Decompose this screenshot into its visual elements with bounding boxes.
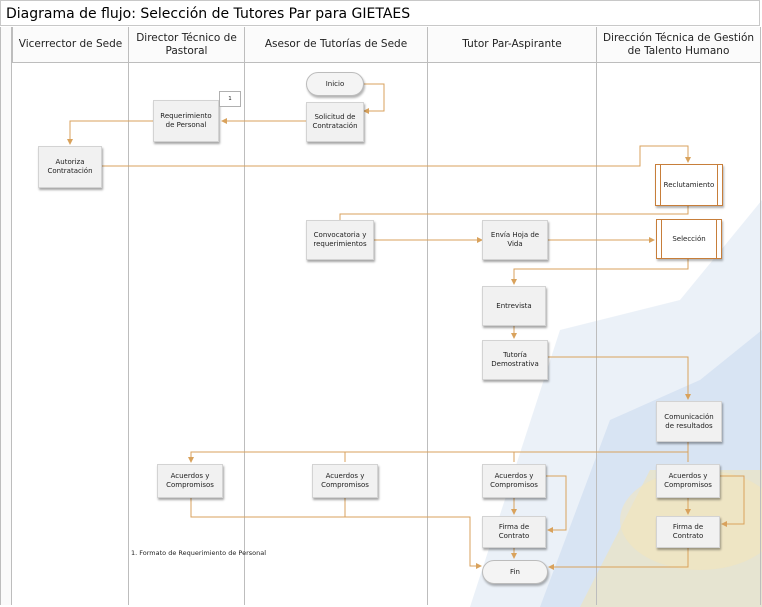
process-envia-hoja-de-vida: Envía Hoja de Vida (482, 220, 548, 260)
document-requerimiento-personal: Requerimiento de Personal (153, 100, 219, 142)
lane-header-pastoral: Director Técnico de Pastoral (128, 27, 244, 63)
lane-divider (760, 27, 761, 605)
subprocess-seleccion: Selección (656, 219, 722, 259)
process-acuerdos-tutor: Acuerdos y Compromisos (482, 464, 546, 498)
lane-header-vicerrector: Vicerrector de Sede (12, 27, 128, 63)
reference-note: 1 (219, 91, 241, 107)
process-autoriza-contratacion: Autoriza Contratación (38, 146, 102, 188)
process-acuerdos-talento-humano: Acuerdos y Compromisos (656, 464, 720, 498)
process-entrevista: Entrevista (482, 286, 546, 326)
lane-header-asesor: Asesor de Tutorías de Sede (244, 27, 427, 63)
lane-divider (427, 27, 428, 605)
process-convocatoria: Convocatoria y requerimientos (306, 220, 374, 260)
lane-divider (128, 27, 129, 605)
footnote: 1. Formato de Requerimiento de Personal (131, 549, 267, 557)
process-comunicacion-resultados: Comunicación de resultados (656, 401, 722, 442)
process-acuerdos-pastoral: Acuerdos y Compromisos (157, 464, 223, 498)
process-acuerdos-asesor: Acuerdos y Compromisos (312, 464, 378, 498)
process-tutoria-demostrativa: Tutoría Demostrativa (482, 340, 548, 380)
diagram-title: Diagrama de flujo: Selección de Tutores … (0, 0, 760, 26)
process-firma-contrato-tutor: Firma de Contrato (482, 516, 546, 548)
lane-header-talento-humano: Dirección Técnica de Gestión de Talento … (596, 27, 760, 63)
process-solicitud-contratacion: Solicitud de Contratación (306, 102, 364, 142)
lane-index-strip (0, 27, 12, 605)
subprocess-reclutamiento: Reclutamiento (655, 164, 723, 206)
process-firma-contrato-talento-humano: Firma de Contrato (656, 516, 720, 548)
start-terminator: Inicio (306, 72, 364, 96)
lane-divider (596, 27, 597, 605)
end-terminator: Fin (482, 560, 548, 584)
lane-header-tutor: Tutor Par-Aspirante (427, 27, 596, 63)
lane-divider (244, 27, 245, 605)
